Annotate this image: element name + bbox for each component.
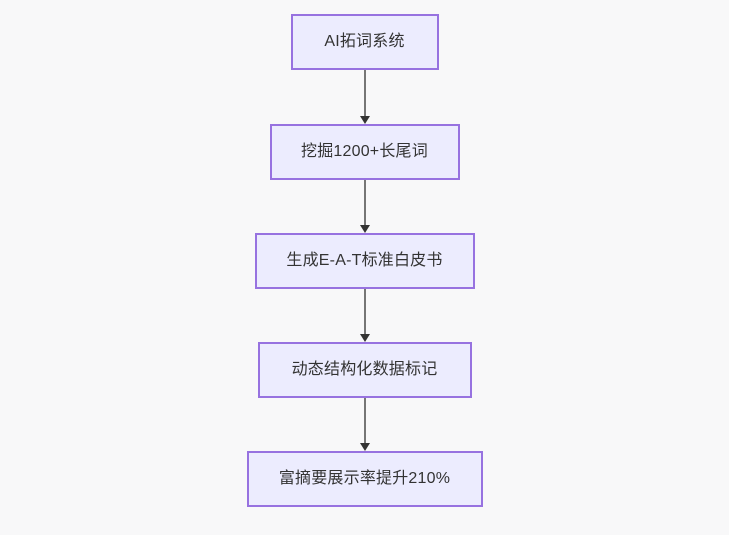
arrowhead-down-icon [359,225,370,233]
flow-node-generate-eat-whitepaper[interactable]: 生成E-A-T标准白皮书 [254,233,475,289]
edge-line [363,70,366,116]
flow-node-dynamic-structured-data-markup[interactable]: 动态结构化数据标记 [257,342,472,398]
flow-node-label: 富摘要展示率提升210% [278,470,451,487]
edge-line [363,289,366,334]
flow-node-mine-longtail-keywords[interactable]: 挖掘1200+长尾词 [269,124,460,180]
flow-node-label: 挖掘1200+长尾词 [301,143,428,160]
flow-node-label: 生成E-A-T标准白皮书 [286,252,443,269]
flow-node-rich-snippet-impression-lift[interactable]: 富摘要展示率提升210% [246,451,483,507]
flow-edge-node1-to-node2 [359,70,370,124]
arrowhead-down-icon [359,334,370,342]
flow-node-label: AI拓词系统 [324,33,405,50]
edge-line [363,180,366,225]
arrowhead-down-icon [359,116,370,124]
flow-edge-node3-to-node4 [359,289,370,342]
flow-node-ai-keyword-system[interactable]: AI拓词系统 [290,14,439,70]
edge-line [363,398,366,443]
flow-edge-node4-to-node5 [359,398,370,451]
flow-edge-node2-to-node3 [359,180,370,233]
flow-node-label: 动态结构化数据标记 [291,361,438,378]
arrowhead-down-icon [359,443,370,451]
